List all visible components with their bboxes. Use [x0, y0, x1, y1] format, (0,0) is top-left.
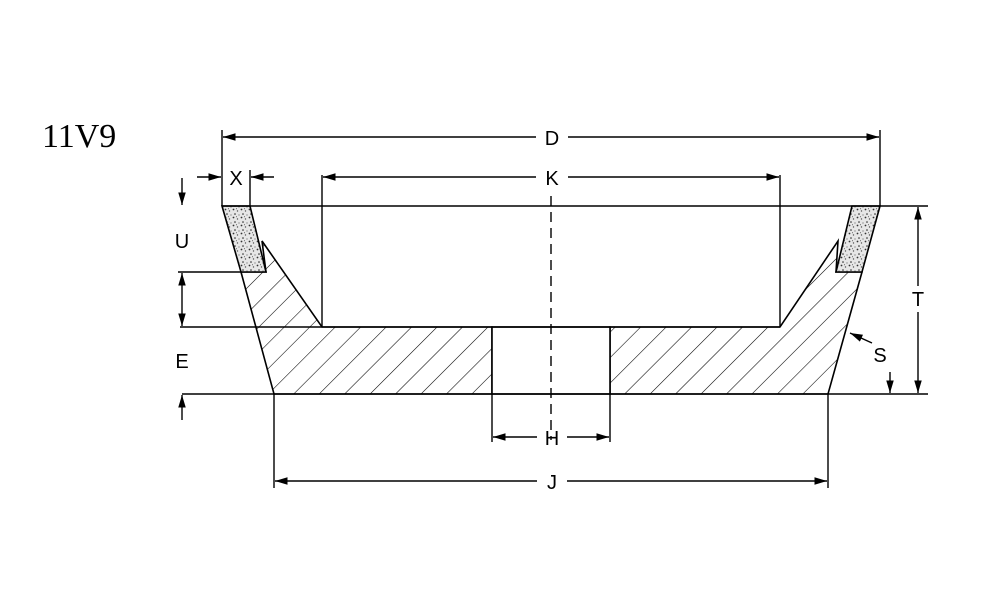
- dimension-j: J: [273, 394, 829, 494]
- label-e: E: [175, 351, 188, 373]
- abrasive-right: [834, 205, 882, 273]
- label-k: K: [545, 168, 559, 190]
- right-body-section: [609, 238, 864, 395]
- abrasive-left: [220, 205, 268, 273]
- wheel-code: 11V9: [42, 118, 116, 155]
- dimension-h: H: [491, 394, 611, 450]
- dimension-s: S: [849, 332, 894, 393]
- label-d: D: [545, 128, 559, 150]
- label-x: X: [229, 168, 242, 190]
- dimension-e: E: [175, 300, 189, 420]
- label-t: T: [912, 289, 924, 311]
- label-u: U: [175, 231, 189, 253]
- dimension-u: U: [175, 178, 189, 300]
- left-body-section: [239, 240, 493, 395]
- label-s: S: [873, 345, 886, 367]
- dimension-t: T: [912, 207, 924, 393]
- dimension-x: X: [197, 168, 274, 206]
- dimension-d: D: [221, 128, 881, 206]
- label-h: H: [545, 428, 559, 450]
- wheel-body: [178, 175, 928, 440]
- dimension-k: K: [323, 168, 779, 190]
- label-j: J: [547, 472, 557, 494]
